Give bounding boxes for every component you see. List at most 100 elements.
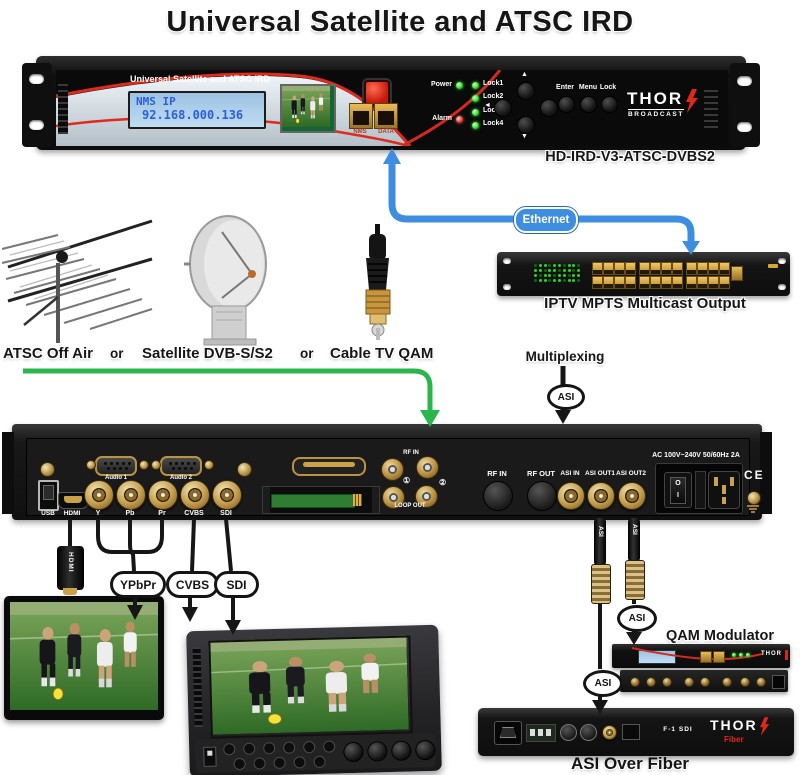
switch-led xyxy=(567,274,571,277)
sdi-bnc xyxy=(212,480,242,510)
asi-cable1-label: ASI xyxy=(597,526,604,537)
switch-port xyxy=(697,276,708,289)
cvbs-badge-text: CVBS xyxy=(175,577,210,592)
lock-button xyxy=(601,96,618,113)
switch-port xyxy=(708,276,719,289)
switch-uplink-port xyxy=(731,266,743,281)
switch-led xyxy=(543,274,547,277)
pr-label: Pr xyxy=(158,510,166,517)
switch-on-mark: I xyxy=(677,492,679,499)
switch-port xyxy=(592,262,603,275)
preview-screen xyxy=(280,84,336,133)
sdi-badge: SDI xyxy=(214,571,259,598)
lock-button-label: Lock xyxy=(599,84,617,91)
switch-led xyxy=(538,274,542,277)
fuse-holder xyxy=(695,471,706,509)
lightning-icon xyxy=(760,717,770,736)
screw xyxy=(139,460,149,470)
switch-port xyxy=(603,276,614,289)
thor-brand: THOR xyxy=(627,89,684,108)
usb-port xyxy=(38,480,59,511)
monitor-knob xyxy=(367,741,388,762)
qam-rear-connector xyxy=(630,677,640,687)
switch-port xyxy=(639,276,650,289)
fiber-bnc xyxy=(602,725,617,740)
switch-port xyxy=(603,262,614,275)
monitor-button xyxy=(263,742,276,755)
switch-led xyxy=(577,264,581,267)
switch-led-matrix xyxy=(534,264,582,284)
asi-out1-label: ASI OUT1 xyxy=(585,470,615,477)
qam-rear-connector xyxy=(662,677,672,687)
rack-hole xyxy=(778,284,786,290)
asi-cable-2 xyxy=(628,518,640,562)
switch-led xyxy=(577,274,581,277)
asi-badge-text: ASI xyxy=(628,613,646,624)
switch-port xyxy=(661,276,672,289)
ci-card-slot xyxy=(262,486,380,514)
switch-led xyxy=(543,264,547,267)
rear-ear-right xyxy=(760,432,772,514)
rf-in-label: RF IN xyxy=(487,469,507,478)
satellite-dish-icon xyxy=(184,215,267,346)
alarm-led-label: Alarm xyxy=(432,115,452,122)
qam-rear-connector xyxy=(740,677,750,687)
switch-led xyxy=(572,274,576,277)
rear-ear-left xyxy=(2,432,14,514)
y-label: Y xyxy=(95,510,101,517)
switch-led xyxy=(567,264,571,267)
rf-in-1 xyxy=(381,458,404,481)
switch-led xyxy=(548,279,552,282)
rf-out-connector xyxy=(527,481,557,511)
switch-label: IPTV MPTS Multicast Output xyxy=(544,295,746,312)
lock2-led xyxy=(472,95,479,102)
audio2-connector xyxy=(160,456,202,476)
nms-port-label: NMS xyxy=(353,129,367,135)
monitor-knob xyxy=(415,739,436,761)
monitor-knob xyxy=(343,741,364,763)
asi-out2-bnc xyxy=(618,482,646,510)
input-label-or1: or xyxy=(110,346,124,361)
power-led-label: Power xyxy=(430,81,452,88)
power-switch: O I xyxy=(664,472,692,508)
qam-modulator-rear xyxy=(620,670,788,692)
lcd-display: NMS IP 92.168.000.136 xyxy=(128,91,266,129)
menu-button xyxy=(580,96,597,113)
port-opening xyxy=(353,111,369,125)
monitor-button xyxy=(253,757,266,770)
lcd-line2: 92.168.000.136 xyxy=(142,108,244,122)
iec-inlet xyxy=(708,471,740,509)
coax-connector-icon xyxy=(365,224,391,340)
switch-led xyxy=(543,279,547,282)
switch-led xyxy=(538,269,542,272)
qam-modulator-label: QAM Modulator xyxy=(666,628,774,644)
switch-port xyxy=(708,262,719,275)
nav-left-button xyxy=(494,99,512,117)
qam-rear-connector xyxy=(700,677,710,687)
power-led xyxy=(456,82,463,89)
switch-port xyxy=(592,276,603,289)
screw xyxy=(237,462,252,477)
qam-brand: THOR xyxy=(761,651,782,657)
switch-led xyxy=(567,269,571,272)
group1-number: ① xyxy=(403,476,411,485)
data-ethernet-port xyxy=(374,103,398,129)
switch-led xyxy=(567,279,571,282)
rf-in-group-label: RF IN xyxy=(403,450,419,456)
nav-right-button xyxy=(540,99,558,117)
arrow-up-icon: ▲ xyxy=(521,71,528,78)
monitor-button xyxy=(293,756,306,769)
switch-led xyxy=(553,269,557,272)
ce-mark: CE xyxy=(744,468,765,482)
qam-modulator-front: THOR xyxy=(612,644,790,668)
switch-port xyxy=(639,262,650,275)
monitor-power-switch xyxy=(203,746,217,767)
pr-bnc xyxy=(148,480,178,510)
switch-port xyxy=(686,276,697,289)
fiber-model: F-1 SDI xyxy=(663,726,693,733)
rf-in-connector xyxy=(483,481,513,511)
qam-led xyxy=(746,653,750,657)
asi-badge-to-fiber: ASI xyxy=(583,670,623,697)
monitor-button xyxy=(233,757,246,771)
